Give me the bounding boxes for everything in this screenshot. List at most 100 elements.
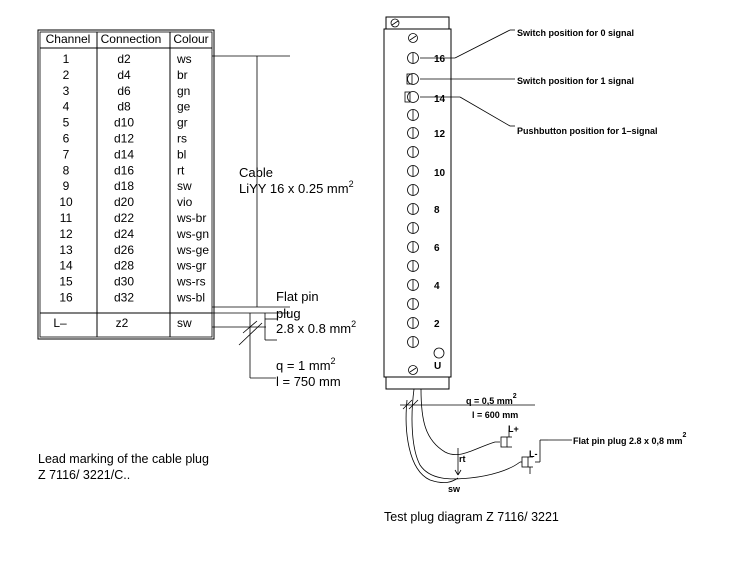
lead-length: l = 750 mm (276, 374, 341, 389)
table-cell-connection: d26 (114, 243, 134, 257)
table-cell-channel: 6 (63, 132, 70, 146)
table-cell-colour: ws-bl (176, 291, 205, 305)
switch-0-signal-label: Switch position for 0 signal (517, 28, 634, 38)
left-caption-line1: Lead marking of the cable plug (38, 452, 209, 466)
table-cell-channel: 13 (59, 243, 73, 257)
wire-rt-label: rt (459, 454, 466, 464)
switch-icon (407, 279, 419, 291)
table-cell-connection: d24 (114, 227, 134, 241)
table-cell-colour: gn (177, 84, 190, 98)
switch-icon (407, 52, 419, 64)
table-cell-connection: d2 (117, 52, 131, 66)
table-cell-colour: vio (177, 195, 193, 209)
table-cell-channel: 3 (63, 84, 70, 98)
table-cell-channel: 8 (63, 163, 70, 177)
u-socket-icon (433, 347, 445, 359)
table-cell-channel: 7 (63, 147, 70, 161)
table-cell-connection: d4 (117, 68, 131, 82)
table-cell-connection: d14 (114, 147, 134, 161)
table-cell-connection: d10 (114, 116, 134, 130)
switch-icon (407, 298, 419, 310)
wire-sw-label: sw (448, 484, 461, 494)
test-plug-wires (400, 388, 572, 484)
l-plus-label: L+ (508, 424, 519, 434)
switch-icon (407, 241, 419, 253)
test-plug-body (383, 16, 452, 390)
table-cell-connection: d16 (114, 163, 134, 177)
switch-icon (407, 317, 419, 329)
l-minus-label: L- (529, 449, 538, 459)
header-channel: Channel (46, 32, 91, 46)
plug-number-label: 4 (434, 281, 440, 292)
plug-number-label: 2 (434, 319, 440, 330)
table-row-l-minus-connection: z2 (116, 316, 129, 330)
table-cell-channel: 14 (59, 259, 73, 273)
table-cell-connection: d6 (117, 84, 131, 98)
table-cell-connection: d20 (114, 195, 134, 209)
plug-number-label: 16 (434, 54, 446, 65)
table-cell-colour: sw (177, 179, 192, 193)
plug-number-label: 14 (434, 94, 446, 105)
screw-icon (408, 365, 418, 375)
table-cell-channel: 5 (63, 116, 70, 130)
table-cell-connection: d28 (114, 259, 134, 273)
plug-number-label: 8 (434, 205, 440, 216)
right-cross-section: q = 0,5 mm2 (466, 393, 517, 406)
table-cell-colour: bl (177, 147, 186, 161)
table-cell-channel: 1 (63, 52, 70, 66)
table-cell-colour: ws-gn (176, 227, 209, 241)
switch-icon (407, 260, 419, 272)
table-cell-connection: d32 (114, 291, 134, 305)
switch-icon (407, 146, 419, 158)
table-cell-colour: ws-ge (176, 243, 209, 257)
plug-number-label: 10 (434, 168, 446, 179)
table-cell-channel: 4 (63, 100, 70, 114)
table-cell-colour: ws (176, 52, 192, 66)
cable-bracket (212, 55, 290, 379)
table-cell-colour: rs (177, 132, 187, 146)
flat-pin-spec: 2.8 x 0.8 mm2 (276, 319, 356, 336)
header-connection: Connection (101, 32, 162, 46)
table-cell-connection: d8 (117, 100, 131, 114)
table-cell-colour: ws-br (176, 211, 206, 225)
table-cell-colour: ws-gr (176, 259, 206, 273)
pushbutton-icon (404, 91, 419, 103)
switch-icon (407, 203, 419, 215)
cable-label: Cable (239, 165, 273, 180)
table-cell-connection: d12 (114, 132, 134, 146)
switch-icon (407, 109, 419, 121)
table-row-l-minus-channel: L– (53, 316, 67, 330)
right-caption: Test plug diagram Z 7116/ 3221 (384, 510, 559, 524)
table-cell-colour: gr (177, 116, 188, 130)
table-cell-channel: 11 (60, 211, 73, 225)
table-cell-channel: 9 (63, 179, 70, 193)
table-cell-channel: 15 (59, 275, 73, 289)
table-row-l-minus-colour: sw (177, 316, 192, 330)
flat-pin-label-1: Flat pin (276, 289, 319, 304)
table-cell-channel: 10 (59, 195, 73, 209)
switch-icon (407, 127, 419, 139)
table-cell-connection: d18 (114, 179, 134, 193)
screw-icon (408, 33, 418, 43)
switch-icon (407, 222, 419, 234)
table-cell-colour: br (177, 68, 188, 82)
right-length: l = 600 mm (472, 410, 518, 420)
switch-1-signal-label: Switch position for 1 signal (517, 76, 634, 86)
switch-icon (407, 184, 419, 196)
table-cell-colour: rt (177, 163, 185, 177)
lead-cross-section: q = 1 mm2 (276, 356, 336, 373)
flat-pin-label-2: plug (276, 306, 301, 321)
pushbutton-label: Pushbutton position for 1–signal (517, 126, 658, 136)
table-cell-connection: d22 (114, 211, 134, 225)
right-flat-pin-label: Flat pin plug 2.8 x 0,8 mm2 (573, 432, 687, 446)
screw-icon (390, 18, 400, 28)
plug-number-label: U (434, 361, 441, 372)
left-caption-line2: Z 7116/ 3221/C.. (38, 468, 130, 482)
switch-1-signal-icon (406, 73, 419, 85)
switch-icon (407, 336, 419, 348)
header-colour: Colour (173, 32, 208, 46)
